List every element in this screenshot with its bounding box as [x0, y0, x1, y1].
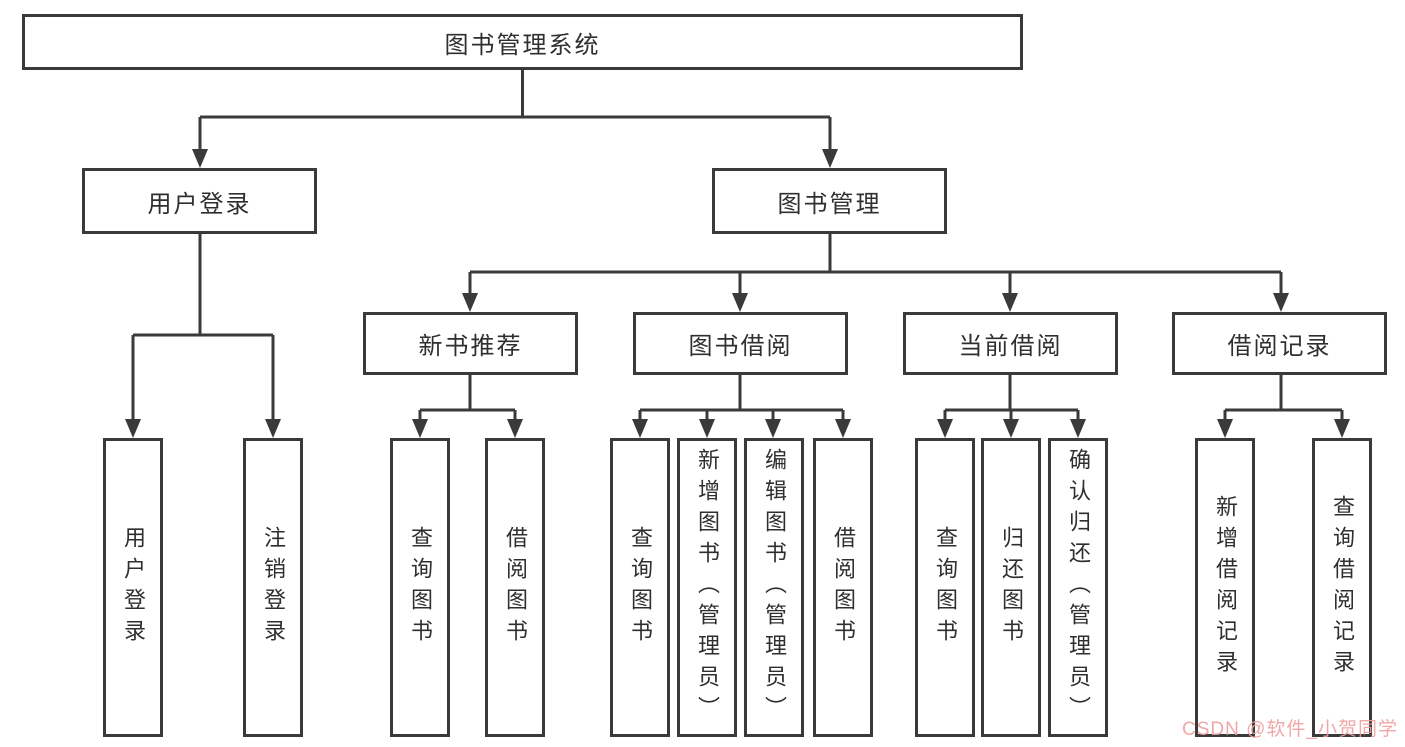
node-label: 新书推荐 [418, 333, 523, 360]
leaf-label: 归还图书 [999, 525, 1024, 650]
node-new-book-recommend: 新书推荐 [363, 312, 578, 375]
node-borrow-records: 借阅记录 [1172, 312, 1387, 375]
node-label: 图书管理系统 [444, 31, 601, 59]
leaf-borrow-books-2: 借阅图书 [813, 438, 873, 737]
arrowhead-icon [632, 419, 648, 438]
leaf-add-books-admin: 新增图书（管理员） [677, 438, 737, 737]
node-current-borrow: 当前借阅 [903, 312, 1118, 375]
leaf-label: 查询图书 [408, 525, 433, 650]
arrowhead-icon [765, 419, 781, 438]
arrowhead-icon [507, 419, 523, 438]
arrowhead-icon [1334, 419, 1350, 438]
arrowhead-icon [1003, 419, 1019, 438]
connector-user-login [131, 234, 275, 424]
leaf-label: 借阅图书 [503, 525, 528, 650]
arrowhead-icon [1070, 419, 1086, 438]
connector-root [198, 69, 832, 152]
node-label: 图书管理 [777, 190, 882, 218]
leaf-query-borrow-record: 查询借阅记录 [1312, 438, 1372, 737]
node-root-system: 图书管理系统 [22, 14, 1023, 70]
leaf-confirm-return-admin: 确认归还（管理员） [1048, 438, 1108, 737]
node-label: 用户登录 [147, 190, 252, 218]
arrowhead-icon [732, 293, 748, 312]
connector-borrow-records [1223, 375, 1344, 424]
leaf-borrow-books-1: 借阅图书 [485, 438, 545, 737]
arrowhead-icon [265, 419, 281, 438]
node-label: 借阅记录 [1227, 333, 1332, 360]
leaf-label: 查询借阅记录 [1330, 494, 1355, 681]
arrowhead-icon [412, 419, 428, 438]
arrowhead-icon [125, 419, 141, 438]
leaf-label: 查询图书 [933, 525, 958, 650]
leaf-query-books-3: 查询图书 [915, 438, 975, 737]
leaf-query-books-2: 查询图书 [610, 438, 670, 737]
leaf-edit-books-admin: 编辑图书（管理员） [744, 438, 804, 737]
connector-book-management [468, 234, 1283, 296]
leaf-label: 借阅图书 [831, 525, 856, 650]
node-book-management: 图书管理 [712, 168, 947, 234]
connector-current-borrow [943, 375, 1080, 424]
connector-new-book [418, 375, 517, 424]
arrowhead-icon [192, 149, 208, 168]
node-label: 图书借阅 [688, 333, 793, 360]
connector-book-borrow [638, 375, 845, 424]
arrowhead-icon [699, 419, 715, 438]
arrowhead-icon [1002, 293, 1018, 312]
leaf-add-borrow-record: 新增借阅记录 [1195, 438, 1255, 737]
leaf-logout: 注销登录 [243, 438, 303, 737]
csdn-watermark: CSDN @软件_小贺同学 [1182, 719, 1398, 740]
arrowhead-icon [822, 149, 838, 168]
leaf-return-books: 归还图书 [981, 438, 1041, 737]
node-user-login: 用户登录 [82, 168, 317, 234]
leaf-query-books-1: 查询图书 [390, 438, 450, 737]
leaf-user-login: 用户登录 [103, 438, 163, 737]
leaf-label: 注销登录 [261, 525, 286, 650]
leaf-label: 编辑图书（管理员） [762, 448, 787, 727]
arrowhead-icon [1273, 293, 1289, 312]
arrowhead-icon [1217, 419, 1233, 438]
arrowhead-icon [937, 419, 953, 438]
leaf-label: 查询图书 [628, 525, 653, 650]
node-book-borrow: 图书借阅 [633, 312, 848, 375]
leaf-label: 新增图书（管理员） [695, 448, 720, 727]
leaf-label: 确认归还（管理员） [1066, 448, 1091, 727]
arrowhead-icon [462, 293, 478, 312]
leaf-label: 新增借阅记录 [1213, 494, 1238, 681]
arrowhead-icon [835, 419, 851, 438]
leaf-label: 用户登录 [121, 525, 146, 650]
node-label: 当前借阅 [958, 333, 1063, 360]
